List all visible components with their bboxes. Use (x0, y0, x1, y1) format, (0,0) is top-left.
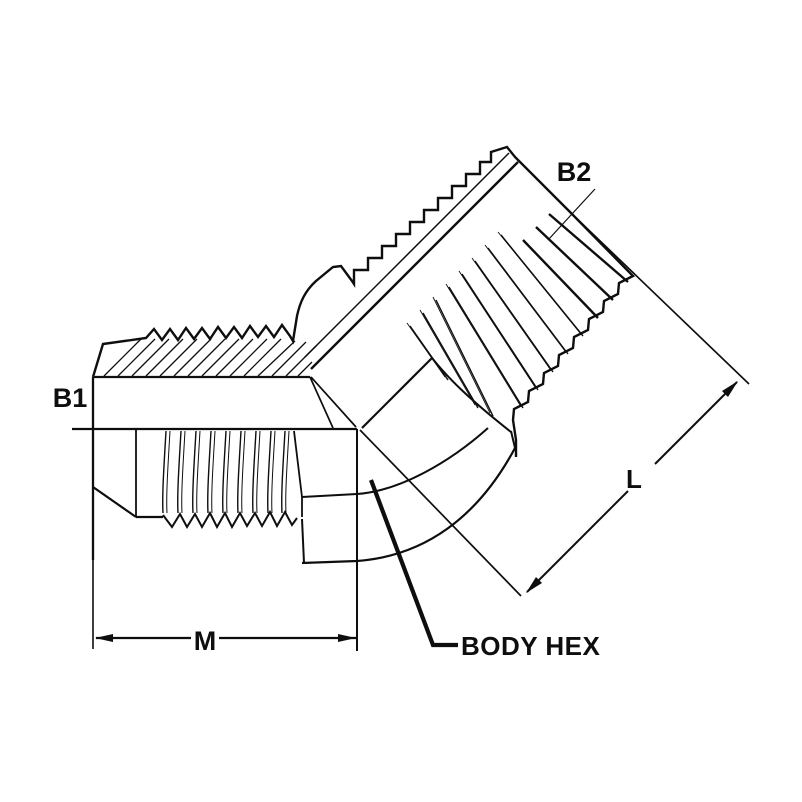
m-arrow-left (95, 634, 113, 642)
hatch-line-set (103, 338, 317, 377)
thread-lines-thin (406, 231, 581, 414)
label-l: L (626, 464, 642, 494)
thread-lines (162, 430, 286, 514)
hex-corner-edge (510, 430, 516, 449)
l-extension-upper (571, 213, 750, 385)
fitting-outer-silhouette (91, 145, 636, 457)
port-label-b1: B1 (53, 383, 88, 413)
label-b2: B2 (557, 157, 592, 187)
thread-lines (409, 234, 584, 417)
crest-line-inner (304, 152, 510, 358)
nose-chamfer (92, 486, 163, 519)
b2-leader-line (547, 188, 596, 241)
elbow-miter-lines (309, 376, 357, 429)
l-arrow-lower (526, 577, 542, 593)
top-face-hatch-lines (103, 338, 317, 377)
body-hex-callout: BODY HEX (369, 479, 600, 661)
right-fitting-male-45 (304, 152, 629, 433)
thread-lines-thin (166, 430, 290, 514)
m-arrow-right (338, 634, 356, 642)
thread-runout-edge (293, 430, 303, 517)
body-hex-arcs (301, 376, 516, 651)
right-fitting-threads (406, 213, 629, 417)
label-body-hex: BODY HEX (461, 631, 600, 661)
collar-boundary (361, 357, 433, 429)
thread-lines-heavy (522, 213, 629, 319)
label-b1: B1 (53, 383, 88, 413)
body-hex-leader-line (369, 479, 458, 648)
hex-left-edge (301, 518, 305, 564)
crest-line-outer (310, 161, 519, 370)
dimension-l: L (359, 213, 750, 597)
dimension-m: M (95, 626, 356, 656)
port-label-b2: B2 (547, 157, 596, 241)
thread-root-zigzag (162, 509, 298, 530)
label-m: M (194, 626, 217, 656)
l-arrow-upper (722, 381, 738, 397)
l-extension-lower (359, 429, 522, 597)
l-dimension-line (526, 381, 738, 593)
hex-upper-arc (301, 427, 489, 498)
hex-lower-arc (301, 447, 516, 565)
left-fitting-threads (162, 430, 303, 530)
left-fitting-male (72, 145, 636, 649)
